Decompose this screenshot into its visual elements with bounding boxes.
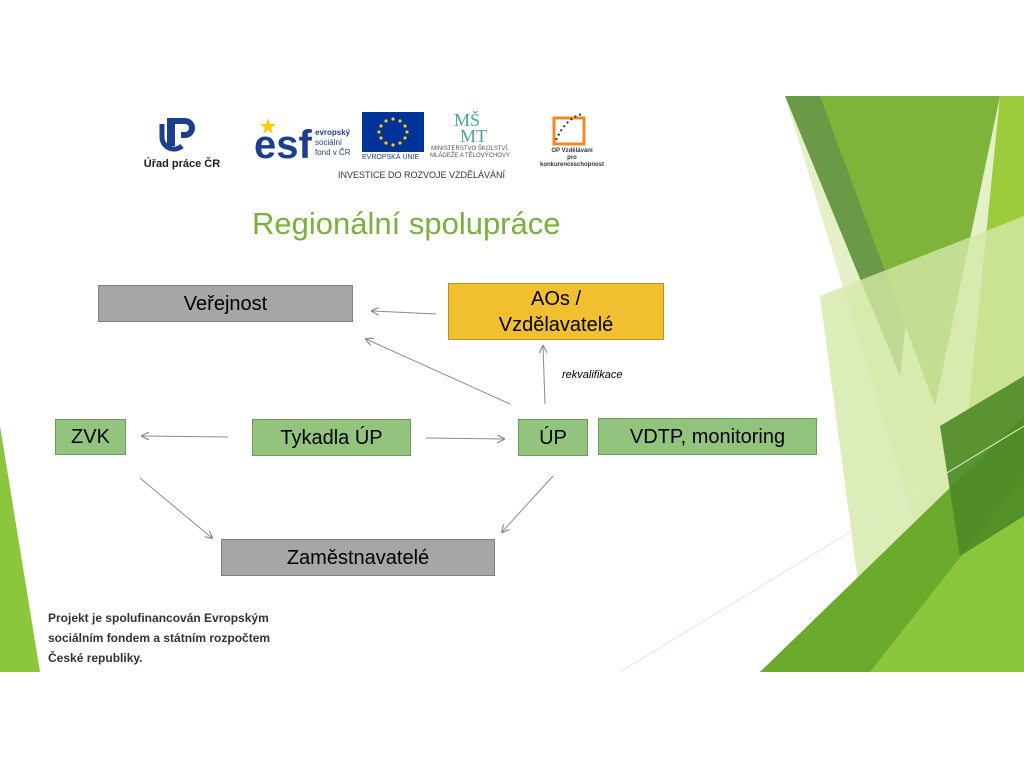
esf-text-2: sociální: [315, 138, 343, 147]
op-logo: OP Vzdělávání pro konkurenceschopnost: [536, 110, 608, 168]
esf-logo-icon: esf: [254, 112, 312, 167]
eu-flag-icon: [362, 112, 424, 152]
esf-text-1: evropský: [315, 128, 351, 137]
node-up: ÚP: [518, 419, 588, 456]
up-logo-icon: [159, 118, 195, 152]
node-vdtp-label: VDTP, monitoring: [629, 425, 786, 448]
footer-line-3: České republiky.: [48, 651, 143, 665]
diagram-edges: [139, 96, 554, 672]
node-zvk-label: ZVK: [71, 426, 110, 448]
background-decoration: [0, 96, 1024, 672]
edge-tykadla-to-zvk: [142, 436, 229, 437]
edge-zvk-to-zamestnavatele: [139, 477, 212, 538]
up-logo: Úřad práce ČR: [140, 114, 230, 174]
op-line-1: OP Vzdělávání: [551, 148, 593, 154]
edge-up-to-zamestnavatele: [502, 475, 554, 532]
svg-text:MŠ: MŠ: [454, 110, 480, 130]
node-vdtp-monitoring: VDTP, monitoring: [598, 418, 817, 455]
msmt-line-2: MLÁDEŽE A TĚLOVÝCHOVY: [430, 153, 510, 159]
esf-logo: esf evropský sociální fond v ČR: [254, 112, 360, 167]
msmt-line-1: MINISTERSTVO ŠKOLSTVÍ,: [431, 146, 509, 152]
footer-line-2: sociálním fondem a státním rozpočtem: [48, 631, 271, 645]
msmt-logo: MŠ MT MINISTERSTVO ŠKOLSTVÍ, MLÁDEŽE A T…: [428, 109, 512, 166]
deco-triangle-deep: [940, 376, 1024, 556]
node-aos-label-1: AOs /: [530, 287, 581, 310]
msmt-logo-icon: MŠ MT: [454, 109, 487, 146]
slide-title: Regionální spolupráce: [252, 206, 561, 241]
node-aos-vzdelavatele: AOs / Vzdělavatelé: [448, 283, 664, 340]
edge-aos-to-verejnost: [372, 311, 437, 314]
node-up-label: ÚP: [539, 426, 567, 449]
slide: Úřad práce ČR esf evropský sociální fond…: [0, 96, 1024, 672]
node-tykadla-up: Tykadla ÚP: [252, 419, 411, 456]
node-verejnost: Veřejnost: [98, 285, 353, 322]
up-logo-caption: Úřad práce ČR: [143, 158, 221, 170]
deco-triangle-mid: [820, 96, 1000, 406]
svg-text:MT: MT: [460, 126, 487, 144]
edge-up-to-aos: [543, 346, 545, 405]
eu-logo: EVROPSKÁ UNIE: [362, 112, 424, 164]
deco-line: [619, 425, 1024, 672]
node-verejnost-label: Veřejnost: [183, 292, 268, 315]
svg-text:esf: esf: [254, 123, 312, 162]
node-zamestnavatele: Zaměstnavatelé: [221, 539, 495, 576]
investice-caption: INVESTICE DO ROZVOJE VZDĚLÁVÁNÍ: [338, 170, 506, 180]
edge-up-to-verejnost: [366, 339, 511, 405]
deco-left-sliver: [0, 426, 40, 672]
esf-text-3: fond v ČR: [315, 148, 351, 157]
eu-caption: EVROPSKÁ UNIE: [362, 154, 420, 161]
op-logo-icon: [552, 113, 586, 146]
footer-line-1: Projekt je spolufinancován Evropským: [48, 611, 269, 625]
node-aos-label-2: Vzdělavatelé: [498, 313, 614, 336]
edge-label-rekvalifikace: rekvalifikace: [562, 369, 623, 381]
node-zvk: ZVK: [55, 419, 126, 455]
node-zamestnavatele-label: Zaměstnavatelé: [286, 546, 430, 569]
edge-tykadla-to-up: [425, 438, 504, 439]
node-tykadla-label: Tykadla ÚP: [280, 426, 383, 449]
op-line-2: pro konkurenceschopnost: [539, 155, 604, 168]
footer-text: Projekt je spolufinancován Evropským soc…: [48, 608, 270, 668]
